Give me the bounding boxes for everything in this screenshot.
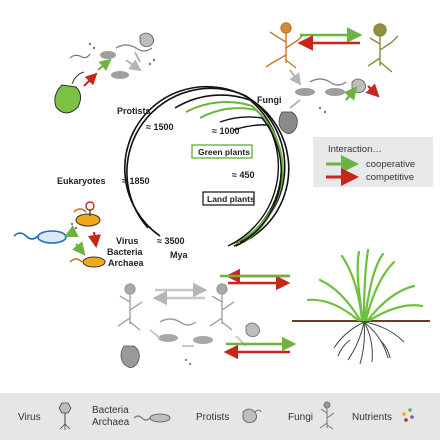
fungi-grey-2-icon — [209, 283, 235, 331]
footer-archaea-label: Archaea — [92, 417, 130, 428]
time-1500: ≈ 1500 — [146, 122, 173, 132]
label-eukaryotes: Eukaryotes — [57, 176, 106, 186]
label-fungi: Fungi — [257, 95, 282, 105]
virus-icon — [58, 402, 72, 430]
footer-protists-label: Protists — [196, 412, 229, 423]
footer-bacteria-label: Bacteria — [92, 405, 129, 416]
plant-icon — [292, 248, 430, 365]
fungi-cluster-top-right — [265, 22, 399, 134]
label-archaea: Archaea — [108, 258, 145, 268]
green-plants-box — [191, 144, 253, 159]
protist-green-icon — [54, 84, 82, 114]
soil-community-cluster — [117, 268, 297, 368]
legend-cooperative: cooperative — [366, 159, 415, 170]
label-mya: Mya — [170, 250, 189, 260]
bacteria-orange-icon — [75, 213, 101, 227]
fungi-olive-icon — [367, 23, 399, 73]
time-1000: ≈ 1000 — [212, 126, 239, 136]
bacteria-virus-cluster-left — [13, 201, 106, 268]
footer-fungi-label: Fungi — [288, 412, 313, 423]
nutrients-icon — [402, 408, 414, 422]
virus-red-icon — [85, 201, 95, 216]
interaction-legend-title: Interaction… — [328, 144, 382, 155]
interaction-legend: Interaction… cooperative competitive — [313, 137, 433, 187]
label-virus: Virus — [116, 236, 138, 246]
footer-nutrients-label: Nutrients — [352, 412, 392, 423]
fungi-icon — [319, 401, 335, 430]
bacteria-blue-icon — [37, 230, 67, 244]
footer-virus-label: Virus — [18, 412, 41, 423]
label-green-plants: Green plants — [198, 147, 250, 157]
time-1850: ≈ 1850 — [122, 176, 149, 186]
organism-legend-footer: Virus Bacteria Archaea Protists Fungi Nu… — [0, 393, 440, 440]
bacteria-icon — [133, 413, 171, 423]
evolution-arcs — [124, 85, 290, 247]
fungi-orange-icon — [265, 22, 305, 69]
label-protists: Protists — [117, 106, 151, 116]
protist-cluster-top-left — [54, 32, 156, 114]
legend-competitive: competitive — [366, 172, 414, 183]
label-land-plants: Land plants — [207, 194, 255, 204]
time-450: ≈ 450 — [232, 170, 254, 180]
protist-icon — [242, 408, 262, 423]
land-plants-box — [202, 191, 255, 206]
label-bacteria: Bacteria — [107, 247, 144, 257]
time-3500: ≈ 3500 — [157, 236, 184, 246]
fungi-grey-icon — [117, 283, 143, 331]
